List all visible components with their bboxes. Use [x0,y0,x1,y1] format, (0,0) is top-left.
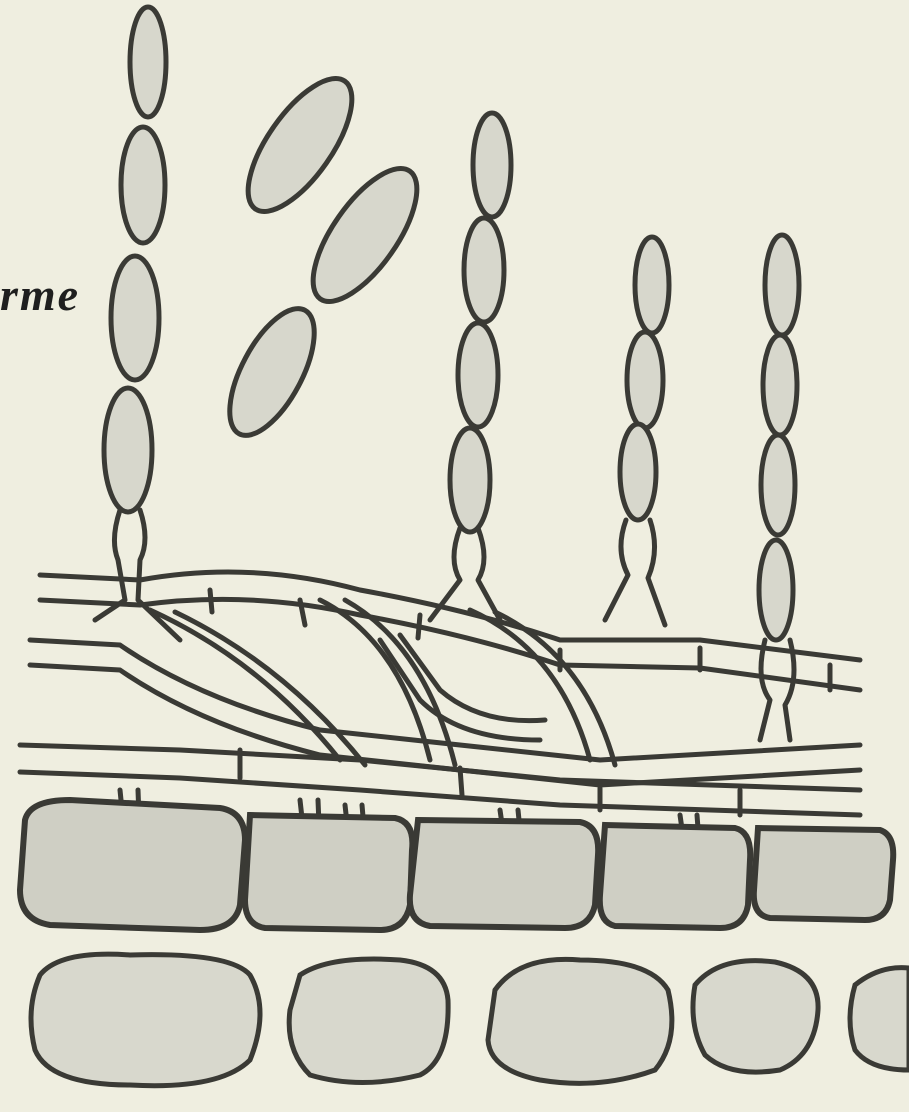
free-spore-3 [213,296,332,448]
host-cell-upper-1 [20,800,245,930]
host-cell-upper-3 [410,820,598,928]
spore-chain-3 [605,237,669,625]
host-cell-lower-1 [31,954,260,1086]
host-cells-lower [31,954,909,1086]
host-cell-lower-3 [488,959,672,1083]
host-cell-upper-2 [245,815,412,930]
spore-chain-4 [759,235,799,740]
host-cell-lower-2 [289,959,448,1083]
host-cell-lower-4 [693,961,818,1072]
spore-chain-1 [95,7,180,640]
host-cell-upper-4 [600,825,750,928]
host-cell-upper-5 [754,828,893,920]
free-spores [213,63,436,448]
figure-label-partial: rme [0,268,80,321]
host-cells-upper [20,800,893,930]
host-cell-lower-5 [850,968,909,1070]
spore-chain-2 [430,113,511,620]
